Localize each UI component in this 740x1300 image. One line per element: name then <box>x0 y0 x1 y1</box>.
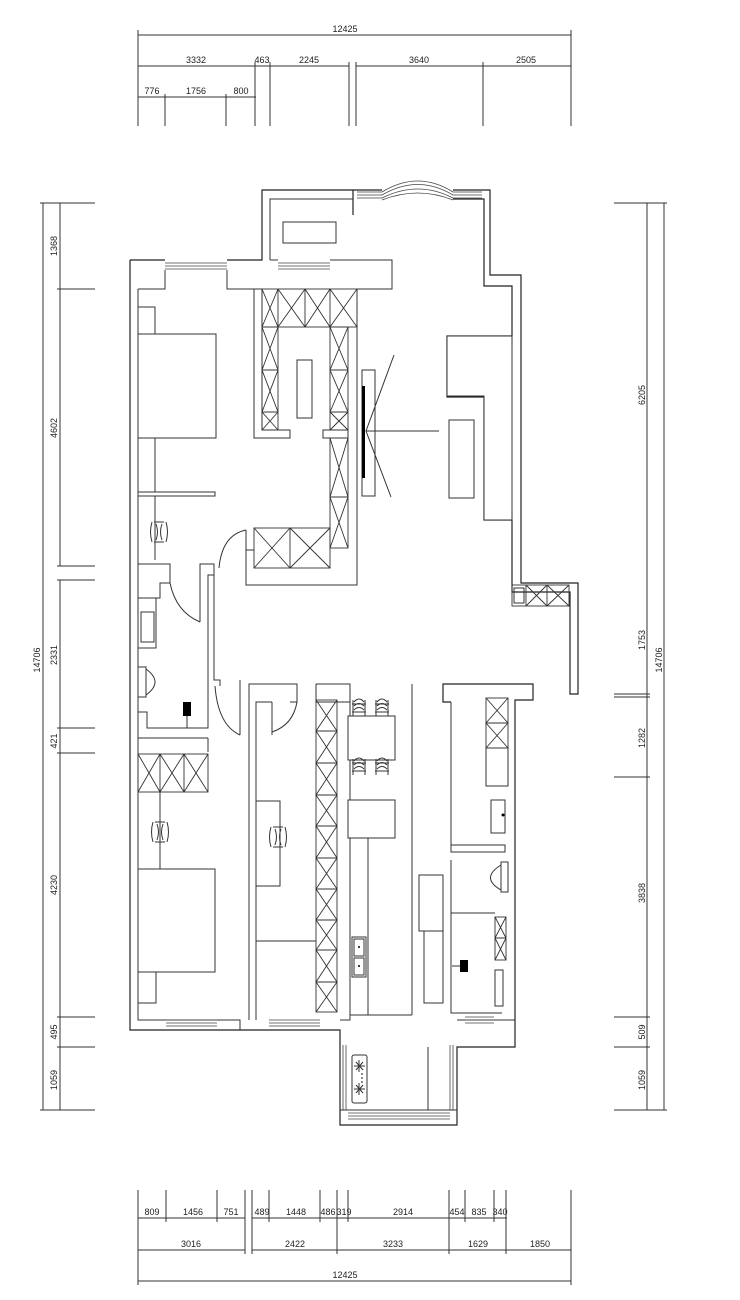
dim-top-r3-2: 800 <box>233 86 248 96</box>
bay-window <box>357 180 482 201</box>
chair-icon <box>352 698 366 716</box>
dim-left-1: 4602 <box>49 418 59 438</box>
left-dimensions: 14706 1368 4602 2331 421 4230 495 1059 <box>32 202 95 1111</box>
dim-bot-r1-5: 486 <box>320 1207 335 1217</box>
wardrobe-icon <box>494 916 507 961</box>
dim-right-3: 3838 <box>637 883 647 903</box>
dim-bot-r1-1: 1456 <box>183 1207 203 1217</box>
dim-bot-r1-9: 835 <box>471 1207 486 1217</box>
dim-bot-r1-8: 454 <box>449 1207 464 1217</box>
bottom-dimensions: 809 1456 751 489 1448 486 319 2914 454 8… <box>137 1190 572 1285</box>
nightstand <box>137 306 156 335</box>
nightstand <box>137 971 157 1004</box>
sink-icon <box>137 597 157 649</box>
plant-icon <box>351 1054 368 1104</box>
wardrobe-icon <box>485 697 509 749</box>
tv-view-lines <box>365 354 439 498</box>
dim-bot-r2-0: 3016 <box>181 1239 201 1249</box>
door-swing <box>271 701 298 733</box>
bed-icon <box>137 868 216 973</box>
furniture <box>137 221 570 1104</box>
dim-bot-r2-1: 2422 <box>285 1239 305 1249</box>
sink-icon <box>351 936 367 978</box>
window <box>166 1019 217 1027</box>
dim-top-r2-3: 3640 <box>409 55 429 65</box>
sideboard <box>347 799 396 839</box>
chair-icon <box>375 698 389 716</box>
toilet-icon <box>490 861 509 893</box>
dim-top-r2-1: 463 <box>254 55 269 65</box>
dim-right-overall: 14706 <box>654 647 664 672</box>
dim-top-r2-0: 3332 <box>186 55 206 65</box>
ottoman <box>296 359 313 419</box>
window <box>165 262 227 270</box>
wardrobe-icon <box>315 699 338 1013</box>
right-dimensions: 6205 1753 14706 1282 3838 509 1059 <box>614 202 667 1111</box>
wardrobe-icon <box>253 288 358 569</box>
chair-icon <box>151 821 169 843</box>
dim-left-3: 421 <box>49 733 59 748</box>
wardrobe-icon <box>137 753 209 793</box>
chair-icon <box>269 826 287 848</box>
tv-icon <box>362 386 365 478</box>
dim-bot-r1-10: 340 <box>492 1207 507 1217</box>
dim-right-1: 1753 <box>637 630 647 650</box>
dim-right-0: 6205 <box>637 385 647 405</box>
dim-right-4: 509 <box>637 1024 647 1039</box>
dim-bot-r1-4: 1448 <box>286 1207 306 1217</box>
exterior-walls <box>129 189 579 1126</box>
dim-top-r3-0: 776 <box>144 86 159 96</box>
water-heater <box>460 960 468 972</box>
windows <box>165 180 494 1120</box>
door-swing <box>169 582 201 623</box>
sofa <box>446 335 513 521</box>
chair-icon <box>352 757 366 775</box>
doors <box>169 529 298 736</box>
dim-bot-r2-3: 1629 <box>468 1239 488 1249</box>
door-swing <box>214 685 241 736</box>
dim-top-r3-1: 1756 <box>186 86 206 96</box>
water-heater <box>183 702 191 716</box>
fridge <box>418 874 444 932</box>
dim-left-overall: 14706 <box>32 647 42 672</box>
dim-bot-r1-6: 319 <box>336 1207 351 1217</box>
wardrobe-icon <box>511 584 570 607</box>
top-dimensions: 12425 3332 463 2245 3640 2505 776 1756 8… <box>137 24 572 126</box>
window <box>278 262 330 270</box>
dim-bot-r2-4: 1850 <box>530 1239 550 1249</box>
desk <box>255 800 281 887</box>
dim-bot-overall: 12425 <box>332 1270 357 1280</box>
toilet-icon <box>137 666 156 698</box>
window <box>269 1019 320 1027</box>
dim-bot-r1-2: 751 <box>223 1207 238 1217</box>
dim-top-overall: 12425 <box>332 24 357 34</box>
coffee-table <box>448 419 475 499</box>
balcony-window <box>340 1045 457 1120</box>
dim-bot-r1-0: 809 <box>144 1207 159 1217</box>
dim-bot-r1-3: 489 <box>254 1207 269 1217</box>
dim-top-r2-2: 2245 <box>299 55 319 65</box>
door-swing <box>218 529 247 569</box>
cabinet <box>282 221 337 244</box>
dim-top-r2-4: 2505 <box>516 55 536 65</box>
dim-left-6: 1059 <box>49 1070 59 1090</box>
sink-icon <box>490 799 506 834</box>
dim-bot-r2-2: 3233 <box>383 1239 403 1249</box>
dim-right-2: 1282 <box>637 728 647 748</box>
dim-left-4: 4230 <box>49 875 59 895</box>
bed-icon <box>137 333 217 439</box>
dining-table <box>347 715 396 761</box>
chair-icon <box>150 521 168 543</box>
dim-left-5: 495 <box>49 1024 59 1039</box>
chair-icon <box>375 757 389 775</box>
dim-left-2: 2331 <box>49 645 59 665</box>
dim-left-0: 1368 <box>49 236 59 256</box>
dim-right-5: 1059 <box>637 1070 647 1090</box>
dim-bot-r1-7: 2914 <box>393 1207 413 1217</box>
window <box>465 1016 494 1024</box>
washer <box>485 747 509 787</box>
tv-stand <box>137 491 216 497</box>
